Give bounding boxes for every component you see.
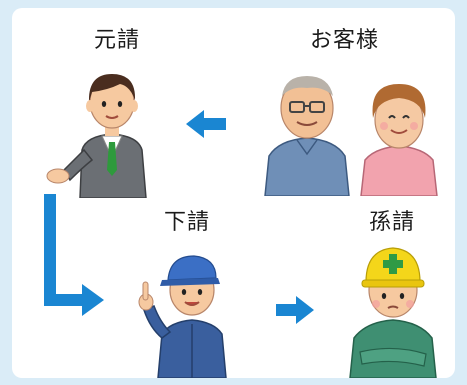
diagram-panel: 元請 お客様 下請 孫請 [12, 8, 455, 378]
label-prime-contractor: 元請 [94, 28, 141, 53]
businessman-figure [42, 58, 172, 198]
label-subcontractor: 下請 [164, 210, 211, 235]
worker-helmet-figure [338, 234, 448, 378]
label-sub-subcontractor: 孫請 [369, 210, 416, 235]
label-customer: お客様 [310, 28, 380, 53]
arrow-right-icon [274, 294, 316, 326]
arrow-left-icon [184, 108, 228, 140]
customers-figure [257, 56, 447, 196]
arrow-down-right-icon [40, 194, 110, 320]
worker-cap-figure [122, 238, 252, 378]
